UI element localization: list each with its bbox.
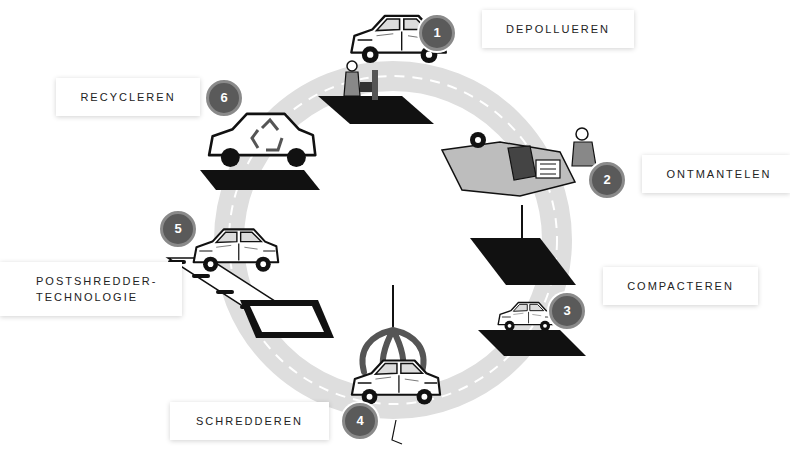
- dismantling-station: [442, 128, 596, 196]
- bin: [240, 300, 334, 338]
- step-label: ONTMANTELEN: [666, 166, 771, 182]
- callout-number: 2: [603, 173, 610, 187]
- crane-cable: [392, 285, 394, 330]
- callout-circle: 5: [160, 211, 196, 247]
- step-label: RECYCLEREN: [80, 89, 175, 105]
- fluid-tank: [360, 82, 372, 92]
- worker-head: [576, 128, 588, 140]
- worker-body: [344, 72, 360, 96]
- compacted-car: [498, 302, 555, 331]
- car: [194, 229, 279, 271]
- step-label-box: ONTMANTELEN: [642, 155, 790, 193]
- platform: [318, 96, 434, 124]
- step-label: COMPACTEREN: [627, 278, 734, 294]
- recycle-symbol: [252, 120, 282, 150]
- car: [352, 360, 440, 404]
- step-label: DEPOLLUEREN: [506, 21, 610, 37]
- callout-circle: 3: [549, 293, 585, 329]
- callout-circle: 4: [342, 403, 378, 439]
- callout-number: 1: [433, 26, 440, 40]
- worker-body: [572, 142, 596, 166]
- callout-number: 6: [220, 91, 227, 105]
- recycled-car: [209, 114, 315, 167]
- rim: [475, 137, 481, 143]
- platform: [200, 170, 320, 190]
- step-label-box: COMPACTEREN: [603, 267, 758, 305]
- lift-post: [372, 70, 378, 100]
- seat: [508, 146, 536, 180]
- step-label: SCHREDDEREN: [196, 413, 303, 429]
- step-label: POSTSHREDDER- TECHNOLOGIE: [36, 273, 166, 305]
- step-label-box: DEPOLLUEREN: [482, 10, 634, 48]
- platform: [478, 330, 586, 356]
- step-label-box: SCHREDDEREN: [170, 402, 329, 440]
- radiator: [536, 160, 560, 178]
- step-label-box: POSTSHREDDER- TECHNOLOGIE: [0, 262, 182, 316]
- recycling-station: [200, 114, 320, 190]
- press-plate: [470, 238, 576, 285]
- compacting-station: [470, 205, 586, 356]
- step-label-box: RECYCLEREN: [56, 78, 200, 116]
- body-panel: [442, 142, 575, 196]
- callout-number: 3: [563, 304, 570, 318]
- debris: [392, 420, 402, 444]
- tyre: [470, 132, 486, 148]
- callout-circle: 2: [589, 162, 625, 198]
- bin-inside: [250, 306, 324, 332]
- callout-circle: 6: [206, 80, 242, 116]
- radiator-grid: [540, 164, 556, 174]
- callout-number: 4: [356, 414, 363, 428]
- worker-head: [347, 61, 357, 71]
- postshredder-station: [168, 229, 334, 338]
- callout-number: 5: [174, 222, 181, 236]
- callout-circle: 1: [419, 15, 455, 51]
